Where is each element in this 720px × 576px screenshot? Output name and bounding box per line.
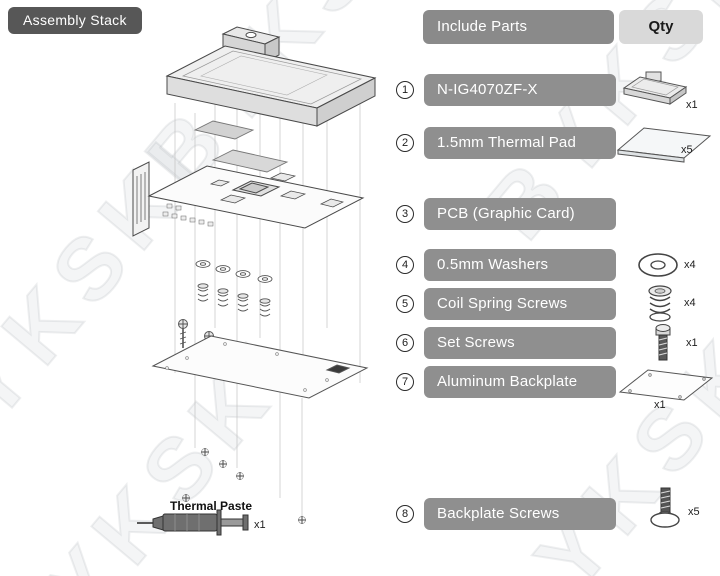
thermal-paste-qty-label: x1: [254, 519, 266, 531]
row-number-badge: 6: [396, 334, 414, 352]
parts-row: 7 Aluminum Backplate: [396, 366, 616, 398]
part-label: Backplate Screws: [424, 498, 616, 530]
washer-icon: [638, 253, 678, 277]
row-number-badge: 7: [396, 373, 414, 391]
exploded-assembly-diagram: [132, 26, 377, 536]
row-number-badge: 3: [396, 205, 414, 223]
parts-row: 6 Set Screws: [396, 327, 616, 359]
backplate-icon: [618, 369, 714, 401]
row-number-badge: 1: [396, 81, 414, 99]
backplate-screw-shapes: [182, 448, 306, 524]
set-screw-icon: [655, 324, 671, 361]
thermal-pad-shapes: [193, 120, 289, 173]
waterblock-icon: [622, 71, 688, 105]
qty-label: x4: [684, 297, 696, 309]
parts-row: 5 Coil Spring Screws: [396, 288, 616, 320]
qty-label: x1: [686, 337, 698, 349]
part-label: Aluminum Backplate: [424, 366, 616, 398]
row-number-badge: 8: [396, 505, 414, 523]
qty-label: x4: [684, 259, 696, 271]
qty-label: x5: [681, 144, 693, 156]
qty-header: Qty: [619, 10, 703, 44]
include-parts-header: Include Parts: [423, 10, 614, 44]
spring-screw-shapes: [197, 283, 271, 317]
assembly-stack-badge: Assembly Stack: [8, 7, 142, 34]
row-number-badge: 2: [396, 134, 414, 152]
part-label: PCB (Graphic Card): [424, 198, 616, 230]
part-label: 0.5mm Washers: [424, 249, 616, 281]
waterblock-shape: [165, 45, 377, 127]
washer-shapes: [195, 260, 273, 283]
backplate-shape: [151, 335, 369, 399]
parts-row: 3 PCB (Graphic Card): [396, 198, 616, 230]
spring-screw-icon: [648, 285, 672, 322]
thermal-pad-icon: [616, 127, 712, 163]
thermal-paste-syringe-icon: [137, 509, 249, 536]
parts-row: 4 0.5mm Washers: [396, 249, 616, 281]
row-number-badge: 4: [396, 256, 414, 274]
part-label: Set Screws: [424, 327, 616, 359]
part-label: 1.5mm Thermal Pad: [424, 127, 616, 159]
parts-row: 2 1.5mm Thermal Pad: [396, 127, 616, 159]
row-number-badge: 5: [396, 295, 414, 313]
thermal-paste-label: Thermal Paste: [170, 499, 253, 513]
qty-label: x1: [686, 99, 698, 111]
parts-row: 1 N-IG4070ZF-X: [396, 74, 616, 106]
part-label: N-IG4070ZF-X: [424, 74, 616, 106]
backplate-screw-icon: [650, 487, 680, 528]
qty-label: x1: [654, 399, 666, 411]
pcb-shape: [132, 161, 365, 237]
part-label: Coil Spring Screws: [424, 288, 616, 320]
parts-row: 8 Backplate Screws: [396, 498, 616, 530]
qty-label: x5: [688, 506, 700, 518]
